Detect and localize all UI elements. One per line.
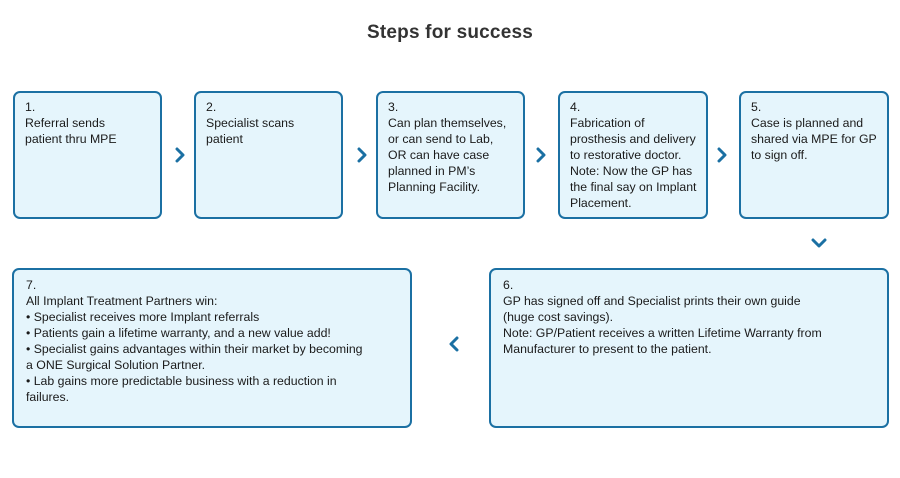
chevron-right-icon <box>172 147 188 163</box>
step-text-line: Can plan themselves, <box>388 116 507 130</box>
step-text-line: Fabrication of <box>570 116 645 130</box>
step-number: 5. <box>751 100 762 114</box>
step-number: 6. <box>503 278 514 292</box>
step-text-line: patient thru MPE <box>25 132 117 146</box>
step-bullet-line: • Specialist gains advantages within the… <box>26 342 363 356</box>
step-text-line: to restorative doctor. <box>570 148 682 162</box>
step-number: 4. <box>570 100 581 114</box>
step-text-line: Planning Facility. <box>388 180 481 194</box>
step-text-line: Manufacturer to present to the patient. <box>503 342 712 356</box>
chevron-right-icon <box>354 147 370 163</box>
step-1-box: 1. Referral sends patient thru MPE <box>13 91 162 219</box>
step-text-line: a ONE Surgical Solution Partner. <box>26 358 206 372</box>
step-text-line: the final say on Implant <box>570 180 697 194</box>
step-text-line: prosthesis and delivery <box>570 132 696 146</box>
step-5-box: 5. Case is planned and shared via MPE fo… <box>739 91 889 219</box>
chevron-right-icon <box>533 147 549 163</box>
step-bullet-line: • Patients gain a lifetime warranty, and… <box>26 326 331 340</box>
step-3-box: 3. Can plan themselves, or can send to L… <box>376 91 525 219</box>
step-text-line: Placement. <box>570 196 632 210</box>
step-text-line: Case is planned and <box>751 116 864 130</box>
step-bullet-line: • Lab gains more predictable business wi… <box>26 374 337 388</box>
step-number: 2. <box>206 100 217 114</box>
step-text-line: or can send to Lab, <box>388 132 494 146</box>
chevron-down-icon <box>811 235 827 251</box>
step-text-line: (huge cost savings). <box>503 310 614 324</box>
step-text-line: patient <box>206 132 243 146</box>
step-text-line: planned in PM’s <box>388 164 476 178</box>
chevron-left-icon <box>446 336 462 352</box>
step-text-line: shared via MPE for GP <box>751 132 877 146</box>
step-text-line: Referral sends <box>25 116 105 130</box>
step-6-box: 6. GP has signed off and Specialist prin… <box>489 268 889 428</box>
step-number: 3. <box>388 100 399 114</box>
step-text-line: to sign off. <box>751 148 808 162</box>
diagram-title: Steps for success <box>366 22 534 43</box>
step-text-line: Note: Now the GP has <box>570 164 693 178</box>
step-7-box: 7. All Implant Treatment Partners win: •… <box>12 268 412 428</box>
chevron-right-icon <box>714 147 730 163</box>
step-text-line: Note: GP/Patient receives a written Life… <box>503 326 822 340</box>
step-number: 7. <box>26 278 37 292</box>
step-text-line: failures. <box>26 390 70 404</box>
step-number: 1. <box>25 100 36 114</box>
step-bullet-line: • Specialist receives more Implant refer… <box>26 310 260 324</box>
step-text-line: OR can have case <box>388 148 490 162</box>
step-text-line: Specialist scans <box>206 116 295 130</box>
step-text-line: All Implant Treatment Partners win: <box>26 294 218 308</box>
step-4-box: 4. Fabrication of prosthesis and deliver… <box>558 91 708 219</box>
step-2-box: 2. Specialist scans patient <box>194 91 343 219</box>
step-text-line: GP has signed off and Specialist prints … <box>503 294 801 308</box>
